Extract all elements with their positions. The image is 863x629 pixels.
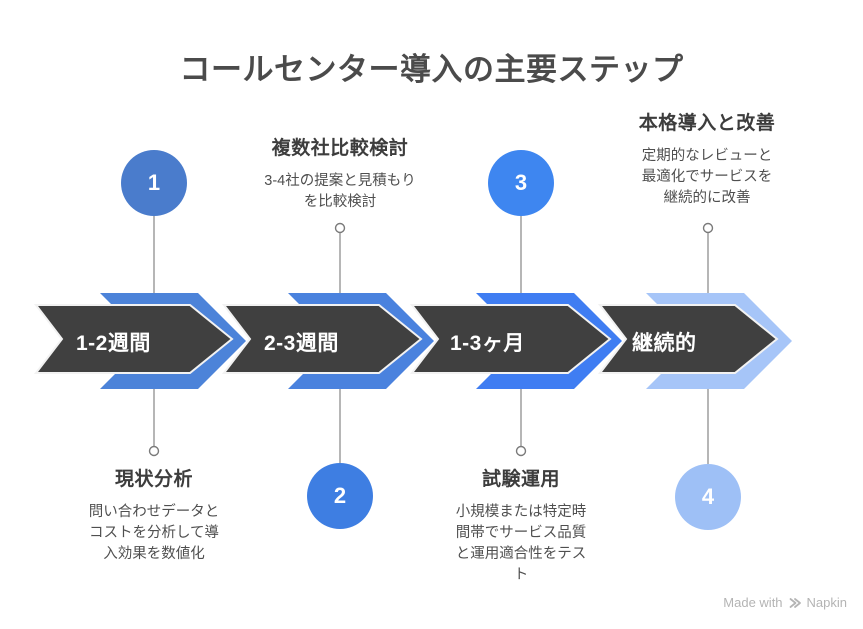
step-number-3: 3 — [514, 170, 528, 195]
step-number-1: 1 — [147, 170, 161, 195]
step-description-3: 小規模または特定時間帯でサービス品質と運用適合性をテスト — [455, 504, 587, 584]
duration-label-1: 1-2週間 — [76, 332, 151, 355]
arrow-segment-3 — [409, 304, 612, 374]
arrow-segment-1 — [33, 304, 234, 374]
step-heading-3: 試験運用 — [481, 469, 560, 490]
step-heading-4: 本格導入と改善 — [638, 113, 776, 134]
watermark: Made with Napkin — [723, 595, 847, 610]
step-description-2: 3-4社の提案と見積もりを比較検討 — [264, 173, 416, 211]
connector-end-ring — [702, 222, 714, 234]
step-block-3: 試験運用 小規模または特定時間帯でサービス品質と運用適合性をテスト — [421, 464, 621, 586]
connector-end-ring — [148, 445, 160, 457]
step-circle-2 — [307, 463, 373, 529]
step-circle-1 — [121, 150, 187, 216]
duration-label-2: 2-3週間 — [264, 332, 339, 355]
step-circle-3 — [488, 150, 554, 216]
step-description-1: 問い合わせデータとコストを分析して導入効果を数値化 — [88, 504, 220, 563]
connector-end-ring — [515, 445, 527, 457]
connector-end-ring — [334, 222, 346, 234]
arrow-segment-4 — [597, 304, 779, 374]
watermark-brand: Napkin — [806, 595, 847, 610]
watermark-prefix: Made with — [723, 595, 783, 610]
step-block-2: 複数社比較検討 3-4社の提案と見積もりを比較検討 — [240, 133, 440, 213]
page-title: コールセンター導入の主要ステップ — [179, 52, 684, 87]
duration-label-4: 継続的 — [632, 332, 697, 355]
step-block-4: 本格導入と改善 定期的なレビューと最適化でサービスを継続的に改善 — [607, 108, 807, 209]
step-number-4: 4 — [701, 484, 715, 509]
duration-label-3: 1-3ヶ月 — [450, 332, 525, 355]
step-description-4: 定期的なレビューと最適化でサービスを継続的に改善 — [641, 148, 773, 207]
step-heading-2: 複数社比較検討 — [271, 138, 409, 159]
step-circle-4 — [675, 464, 741, 530]
step-number-2: 2 — [333, 483, 347, 508]
step-block-1: 現状分析 問い合わせデータとコストを分析して導入効果を数値化 — [54, 464, 254, 565]
arrow-segment-2 — [221, 304, 423, 374]
step-heading-1: 現状分析 — [114, 469, 193, 490]
napkin-logo-icon — [789, 597, 801, 608]
